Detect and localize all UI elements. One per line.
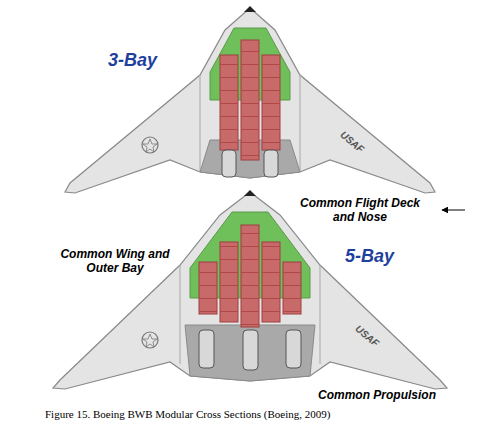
figure-caption: Figure 15. Boeing BWB Modular Cross Sect… [45,408,330,420]
bay-title: 3-Bay [108,50,178,71]
callout-text: Common Wing and Outer Bay [55,248,175,276]
bay-title: 5-Bay [345,246,415,267]
callout-text: Common Propulsion [318,389,448,403]
callout-text: Common Flight Deck and Nose [290,197,430,225]
five-bay-aircraft [53,190,447,389]
pointer-arrow [442,210,465,211]
three-bay-aircraft [65,6,435,193]
